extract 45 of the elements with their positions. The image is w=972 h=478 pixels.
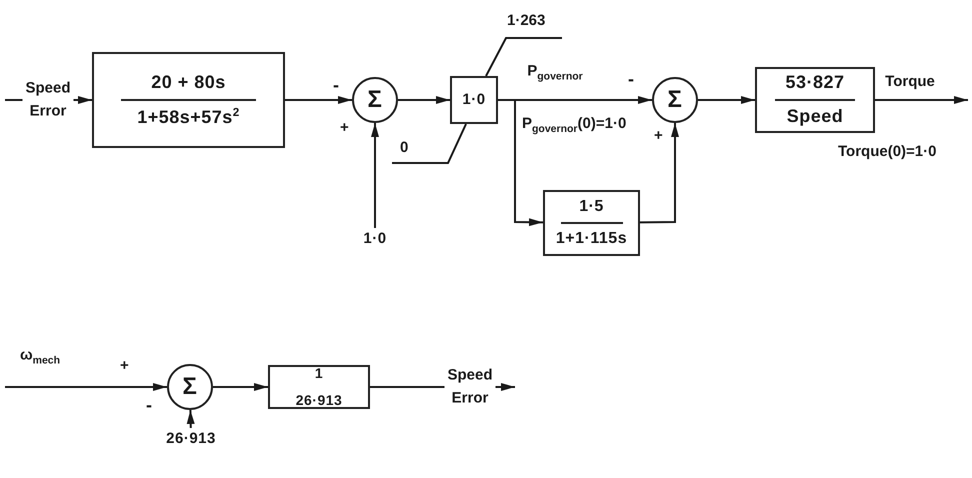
- plus-sign: +: [120, 358, 129, 374]
- summing-junction: [652, 77, 698, 123]
- gain-block: [268, 365, 370, 409]
- limit-label: 0: [400, 140, 408, 156]
- denominator: 26·913: [296, 393, 342, 408]
- plus-sign: +: [654, 128, 663, 144]
- arrow: [398, 96, 450, 104]
- arrow: [698, 96, 755, 104]
- arrow: [213, 383, 268, 391]
- edge-label: Torque: [885, 72, 935, 92]
- edge-label: P$_{governor}$: [527, 62, 583, 85]
- transfer-function-block: [92, 52, 285, 148]
- arrow: [640, 123, 679, 224]
- arrow: [371, 123, 379, 228]
- initial-value-label: P$_{governor}$(0)=1·0: [522, 116, 626, 136]
- minus-sign: -: [628, 70, 634, 90]
- value-text: 1·0: [363, 230, 387, 248]
- denominator: 1+1·115s: [556, 230, 628, 248]
- numerator: 20 + 80s: [151, 72, 226, 92]
- value-text: 26·913: [166, 430, 216, 448]
- arrow: [186, 410, 195, 428]
- numerator: 1·5: [579, 198, 604, 216]
- arrow: [498, 99, 544, 226]
- arrow: [5, 383, 167, 391]
- denominator: Speed: [786, 107, 844, 127]
- edge-label: ω$_{mech}$: [20, 346, 60, 369]
- sigma-symbol: Σ: [182, 374, 198, 400]
- denominator: 1+58s+57s$^{2}$: [137, 106, 240, 128]
- summing-junction: [352, 77, 398, 123]
- numerator: 53·827: [785, 73, 845, 93]
- arrow: [285, 96, 352, 104]
- summing-junction: [167, 364, 213, 410]
- numerator: 1: [314, 366, 324, 381]
- plus-sign: +: [340, 120, 349, 136]
- sigma-symbol: Σ: [668, 86, 682, 114]
- arrow: [875, 96, 968, 104]
- initial-value-label: Torque(0)=1·0: [838, 144, 936, 160]
- minus-sign: -: [333, 76, 339, 96]
- transfer-function-block: [543, 190, 640, 256]
- limit-label: 1·263: [507, 13, 546, 30]
- numerator: 1·0: [462, 92, 486, 108]
- sigma-symbol: Σ: [368, 86, 382, 114]
- limiter-block: [450, 76, 498, 124]
- minus-sign: -: [146, 396, 152, 416]
- transfer-function-block: [755, 67, 875, 133]
